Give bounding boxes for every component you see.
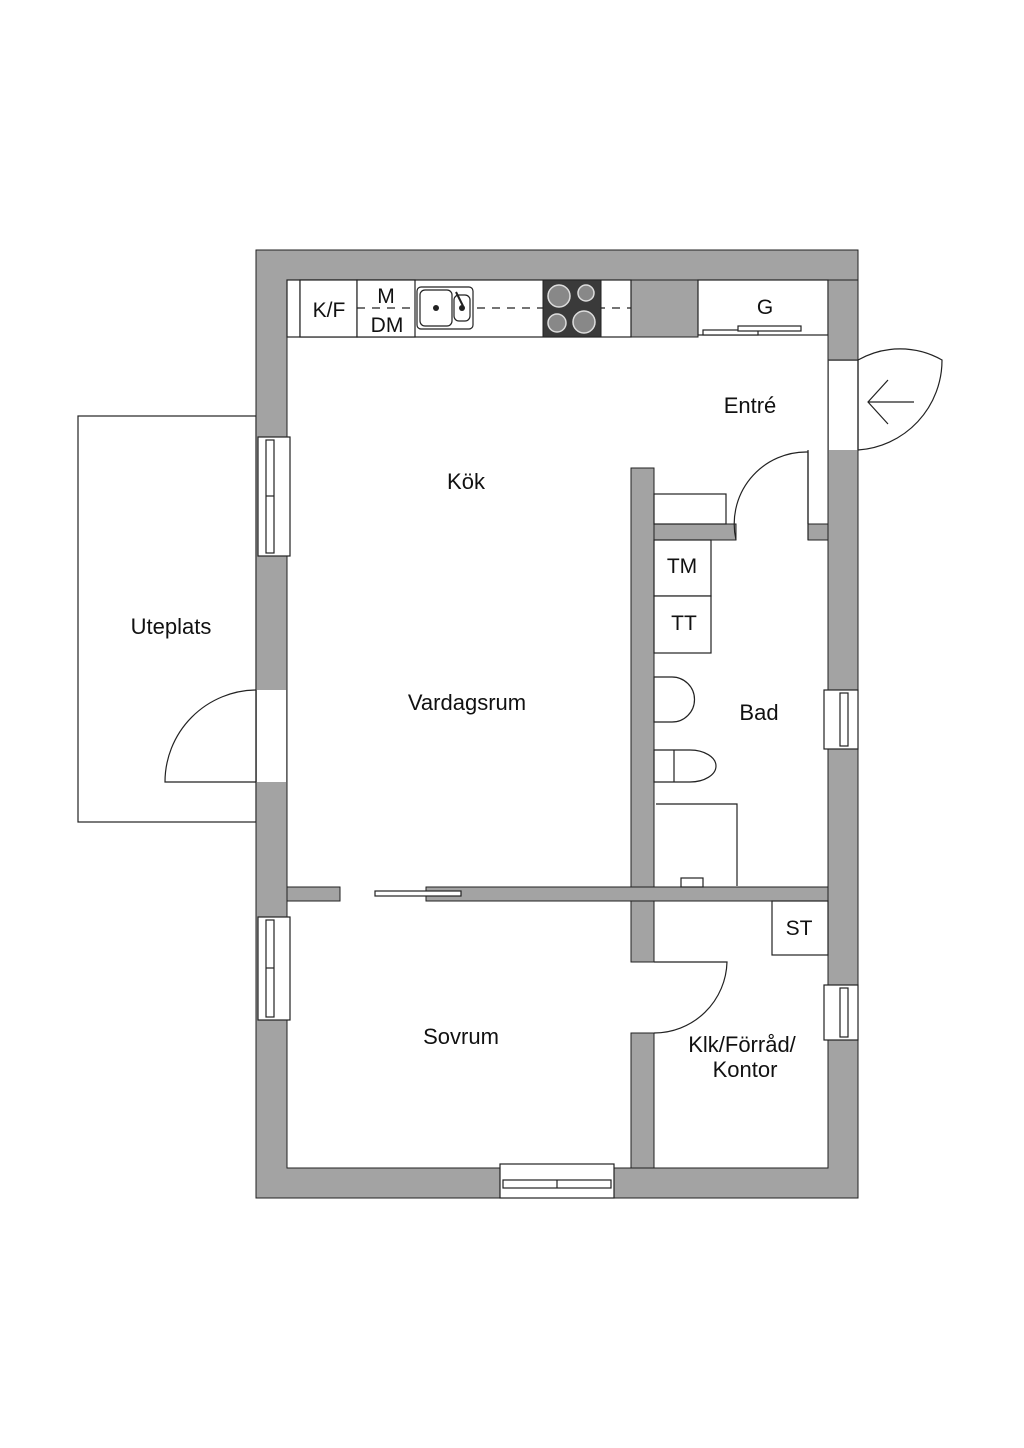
fixture-label-microwave: M: [377, 285, 395, 308]
window-kitchen: [257, 436, 291, 557]
room-label-closet-2: Kontor: [713, 1057, 778, 1082]
wall-block: [630, 279, 699, 338]
stove-icon: [542, 279, 602, 338]
shower-screen: [656, 803, 738, 886]
fixture-label-fridge: K/F: [313, 299, 346, 322]
closet-wall-left: [630, 1032, 655, 1169]
dryer: [653, 595, 712, 654]
bath-door-swing: [733, 451, 809, 541]
washer: [653, 539, 712, 597]
fixture-label-dryer: TT: [671, 612, 697, 635]
sink-icon: [416, 286, 474, 330]
fixture-label-dishwasher: DM: [371, 314, 404, 337]
storage-cabinet: [771, 900, 829, 956]
entry-door-swing: [857, 348, 943, 451]
patio-door-swing: [164, 689, 257, 783]
washbasin-icon: [653, 676, 696, 723]
window-bedroom-left: [257, 916, 291, 1021]
room-label-bedroom: Sovrum: [423, 1024, 499, 1049]
fixture-label-washer: TM: [667, 555, 697, 578]
room-label-bath: Bad: [739, 700, 778, 725]
patio-area: [77, 415, 257, 823]
closet-door-swing: [653, 961, 728, 1034]
middle-wall: [425, 886, 829, 902]
toilet-icon: [653, 749, 717, 783]
room-label-kitchen: Kök: [447, 469, 486, 494]
room-label-living: Vardagsrum: [408, 690, 526, 715]
entry-arrow-icon: [867, 379, 914, 425]
window-bath: [823, 689, 859, 750]
fixture-label-wardrobe: G: [757, 296, 773, 319]
window-closet: [823, 984, 859, 1041]
room-label-patio: Uteplats: [131, 614, 212, 639]
room-label-entry: Entré: [724, 393, 777, 418]
fixture-label-storage: ST: [786, 917, 813, 940]
sliding-door: [374, 890, 462, 897]
room-label-closet-1: Klk/Förråd/: [688, 1032, 796, 1057]
window-bedroom-bottom: [499, 1163, 615, 1199]
